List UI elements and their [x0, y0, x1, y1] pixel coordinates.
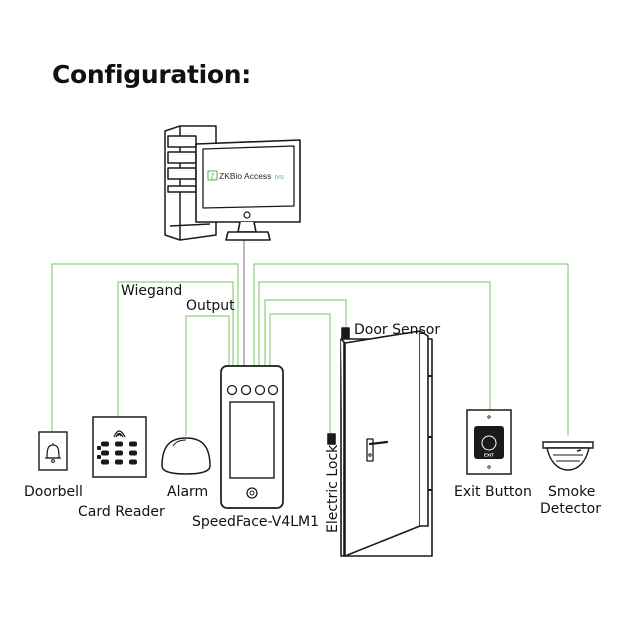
svg-text:Z: Z [210, 174, 215, 181]
label-doorbell: Doorbell [24, 484, 83, 500]
exit-icon [474, 426, 504, 459]
alarm [161, 437, 211, 475]
page-title: Configuration: [52, 60, 251, 89]
electric-lock-block [327, 433, 336, 445]
keypad-key [129, 450, 137, 456]
wire-electric-lock [269, 313, 331, 436]
keypad-key [97, 455, 101, 459]
wire-smoke-detector [253, 263, 569, 436]
label-wiegand: Wiegand [121, 283, 183, 299]
keypad-key [97, 446, 101, 450]
wire-alarm [185, 315, 230, 436]
label-smoke-line-1: Smoke [548, 484, 596, 500]
label-exit-button: Exit Button [454, 484, 532, 500]
software-name: ZKBio Access IVS [219, 171, 284, 181]
wire-door-sensor [264, 299, 347, 366]
keypad-key [129, 459, 137, 465]
keypad-key [101, 441, 109, 447]
door-sensor-block [341, 327, 350, 339]
bell-icon [45, 443, 61, 463]
wire-exit-button [258, 281, 491, 410]
speedface-device [220, 365, 284, 509]
label-output: Output [186, 298, 235, 314]
keypad-key [115, 450, 123, 456]
keypad-key [129, 441, 137, 447]
keypad-key [101, 459, 109, 465]
svg-text:EXIT: EXIT [484, 453, 494, 458]
label-smoke-line-2: Detector [540, 501, 602, 517]
smoke-detector [542, 441, 594, 471]
monitor: Z ZKBio Access IVS [195, 139, 301, 241]
doorbell [38, 431, 68, 471]
label-alarm: Alarm [167, 484, 209, 500]
keypad-key [115, 459, 123, 465]
software-logo-icon [207, 170, 218, 181]
door [327, 327, 433, 557]
wiring [51, 263, 569, 436]
label-electric-lock: Electric Lock [325, 444, 341, 533]
fingerprint-icon [113, 430, 126, 438]
exit-button-device: EXIT [466, 409, 512, 475]
keypad-icon [97, 441, 137, 465]
keypad-key [101, 450, 109, 456]
label-card-reader: Card Reader [78, 504, 165, 520]
keypad-key [115, 441, 123, 447]
wire-doorbell [51, 263, 239, 432]
card-reader [92, 416, 147, 478]
label-door-sensor: Door Sensor [354, 322, 441, 338]
wire-card-reader [117, 281, 234, 416]
label-device: SpeedFace-V4LM1 [192, 514, 320, 530]
